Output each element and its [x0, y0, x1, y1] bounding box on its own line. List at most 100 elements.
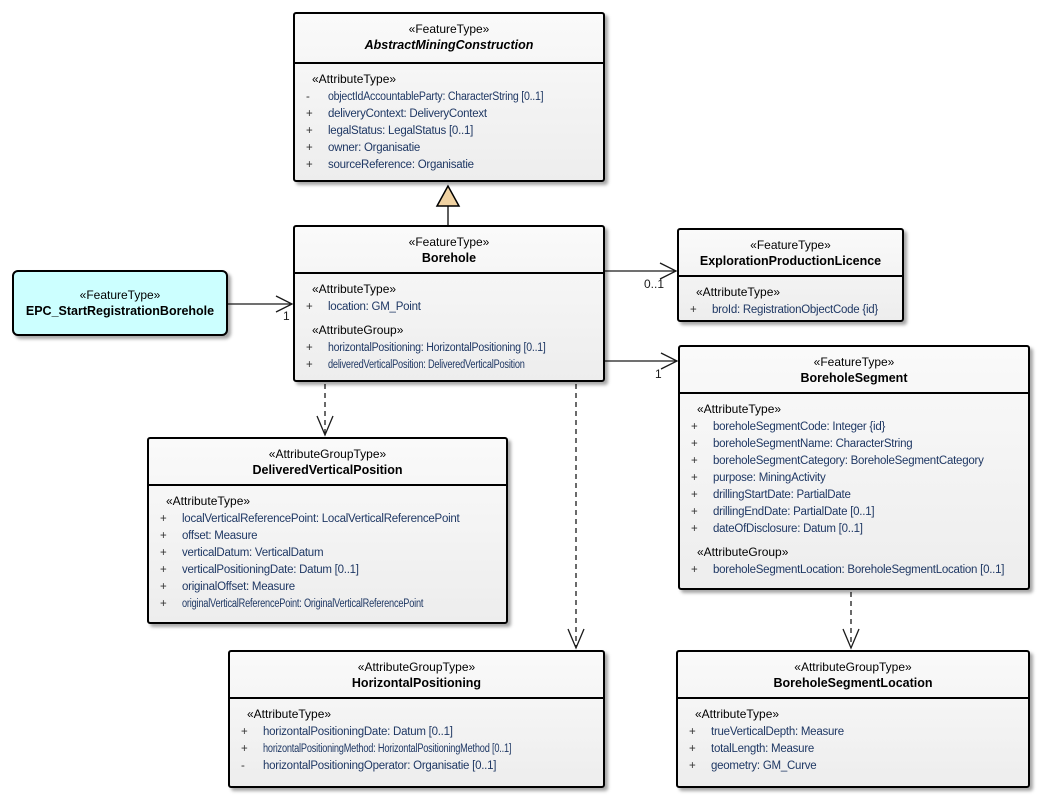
- association-borehole-to-segment: [605, 352, 679, 370]
- attribute-row: +verticalPositioningDate: Datum [0..1]: [153, 562, 502, 579]
- group-label: «AttributeGroup»: [697, 545, 789, 559]
- class-header: «AttributeGroupType» BoreholeSegmentLoca…: [678, 652, 1028, 699]
- visibility-symbol: +: [306, 125, 313, 137]
- attribute-text: location: GM_Point: [328, 301, 421, 313]
- attribute-row: -objectIdAccountableParty: CharacterStri…: [299, 89, 599, 106]
- group-label: «AttributeType»: [696, 285, 781, 299]
- visibility-symbol: +: [691, 489, 698, 501]
- attribute-row: +originalVerticalReferencePoint: Origina…: [153, 596, 502, 613]
- attribute-row: + legalStatus: LegalStatus [0..1]: [299, 123, 599, 140]
- group-label: «AttributeType»: [247, 707, 332, 721]
- class-exploration-production-licence[interactable]: «FeatureType» ExplorationProductionLicen…: [677, 228, 904, 322]
- visibility-symbol: +: [691, 438, 698, 450]
- visibility-symbol: +: [689, 760, 696, 772]
- attribute-compartment: «AttributeType» -objectIdAccountablePart…: [295, 64, 603, 178]
- visibility-symbol: +: [241, 726, 248, 738]
- attribute-row: +deliveredVerticalPosition: DeliveredVer…: [299, 357, 599, 374]
- attribute-text: drillingEndDate: PartialDate [0..1]: [713, 506, 875, 518]
- visibility-symbol: +: [160, 530, 167, 542]
- visibility-symbol: +: [160, 547, 167, 559]
- class-borehole-segment[interactable]: «FeatureType» BoreholeSegment «Attribute…: [678, 345, 1030, 590]
- attribute-text: horizontalPositioningDate: Datum [0..1]: [263, 726, 453, 738]
- attribute-row: + offset: Measure: [153, 528, 502, 545]
- generalization-connector: [435, 184, 461, 227]
- attribute-text: boreholeSegmentCode: Integer {id}: [713, 421, 886, 433]
- group-label: «AttributeType»: [166, 494, 251, 508]
- attribute-text: offset: Measure: [182, 530, 258, 542]
- attribute-row: +localVerticalReferencePoint: LocalVerti…: [153, 511, 502, 528]
- class-name: BoreholeSegment: [800, 371, 908, 385]
- class-borehole-segment-location[interactable]: «AttributeGroupType» BoreholeSegmentLoca…: [676, 650, 1030, 788]
- class-header: «FeatureType» Borehole: [295, 227, 603, 274]
- visibility-symbol: +: [306, 359, 313, 371]
- class-name: HorizontalPositioning: [351, 676, 482, 690]
- attribute-row: + boreholeSegmentCategory: BoreholeSegmen…: [684, 453, 1024, 470]
- attribute-text: horizontalPositioningOperator: Organisat…: [263, 760, 497, 772]
- attribute-row: + geometry: GM_Curve: [682, 758, 1024, 775]
- attribute-compartment: «AttributeType» +broId: RegistrationObje…: [679, 277, 902, 323]
- group-label: «AttributeGroup»: [312, 323, 404, 337]
- attribute-compartment: «AttributeType» + location: GM_Point «Att…: [295, 274, 603, 378]
- attribute-text: verticalPositioningDate: Datum [0..1]: [182, 564, 359, 576]
- attribute-text: originalVerticalReferencePoint: Original…: [182, 598, 424, 610]
- visibility-symbol: +: [689, 743, 696, 755]
- attribute-row: -horizontalPositioningOperator: Organisa…: [234, 758, 599, 775]
- attribute-row: + totalLength: Measure: [682, 741, 1024, 758]
- attribute-text: drillingStartDate: PartialDate: [713, 489, 851, 501]
- attribute-row: + sourceReference: Organisatie: [299, 157, 599, 174]
- class-name: DeliveredVerticalPosition: [252, 463, 403, 477]
- attribute-compartment: «AttributeType» +trueVerticalDepth: Meas…: [678, 699, 1028, 779]
- attribute-text: owner: Organisatie: [328, 142, 421, 154]
- visibility-symbol: +: [691, 506, 698, 518]
- multiplicity-label-epc: 1: [283, 309, 290, 323]
- attribute-text: broId: RegistrationObjectCode {id}: [712, 304, 879, 316]
- attribute-row: +originalOffset: Measure: [153, 579, 502, 596]
- class-horizontal-positioning[interactable]: «AttributeGroupType» HorizontalPositioni…: [228, 650, 605, 788]
- attribute-row: +deliveryContext: DeliveryContext: [299, 106, 599, 123]
- group-label: «AttributeType»: [697, 402, 782, 416]
- attribute-text: originalOffset: Measure: [182, 581, 295, 593]
- visibility-symbol: +: [689, 726, 696, 738]
- class-header: «FeatureType» AbstractMiningConstruction: [295, 14, 603, 64]
- stereotype-label: «AttributeGroupType»: [268, 447, 387, 461]
- attribute-compartment: «AttributeType» + horizontalPositioningDa…: [230, 699, 603, 779]
- group-label: «AttributeType»: [312, 282, 397, 296]
- attribute-text: boreholeSegmentCategory: BoreholeSegment…: [713, 455, 984, 467]
- attribute-text: legalStatus: LegalStatus [0..1]: [328, 125, 474, 137]
- dependency-borehole-to-horizontalpositioning: [567, 384, 585, 650]
- stereotype-label: «FeatureType»: [750, 238, 831, 252]
- attribute-row: +horizontalPositioning: HorizontalPositi…: [299, 340, 599, 357]
- class-name: BoreholeSegmentLocation: [773, 676, 933, 690]
- attribute-text: totalLength: Measure: [711, 743, 815, 755]
- class-delivered-vertical-position[interactable]: «AttributeGroupType» DeliveredVerticalPo…: [147, 437, 508, 624]
- attribute-row: + verticalDatum: VerticalDatum: [153, 545, 502, 562]
- attribute-row: +purpose: MiningActivity: [684, 470, 1024, 487]
- class-name: AbstractMiningConstruction: [364, 38, 534, 52]
- association-borehole-to-licence: [605, 262, 678, 280]
- attribute-text: verticalDatum: VerticalDatum: [182, 547, 324, 559]
- visibility-symbol: +: [306, 342, 313, 354]
- group-label: «AttributeType»: [312, 72, 397, 86]
- stereotype-label: «FeatureType»: [813, 355, 895, 369]
- attribute-text: boreholeSegmentName: CharacterString: [713, 438, 913, 450]
- attribute-row: + boreholeSegmentName: CharacterString: [684, 436, 1024, 453]
- group-label: «AttributeType»: [695, 707, 780, 721]
- attribute-text: geometry: GM_Curve: [711, 760, 817, 772]
- visibility-symbol: -: [306, 91, 310, 103]
- dependency-segment-to-segmentlocation: [842, 592, 860, 650]
- multiplicity-label-licence: 0..1: [644, 277, 665, 291]
- visibility-symbol: +: [691, 472, 698, 484]
- stereotype-label: «FeatureType»: [408, 22, 490, 36]
- visibility-symbol: +: [691, 455, 698, 467]
- class-borehole[interactable]: «FeatureType» Borehole «AttributeType» +…: [293, 225, 605, 382]
- attribute-text: localVerticalReferencePoint: LocalVertic…: [182, 513, 460, 525]
- class-abstract-mining-construction[interactable]: «FeatureType» AbstractMiningConstruction…: [293, 12, 605, 182]
- visibility-symbol: +: [306, 159, 313, 171]
- attribute-text: sourceReference: Organisatie: [328, 159, 474, 171]
- attribute-row: +dateOfDisclosure: Datum [0..1]: [684, 521, 1024, 538]
- attribute-row: + drillingEndDate: PartialDate [0..1]: [684, 504, 1024, 521]
- visibility-symbol: +: [306, 142, 313, 154]
- class-epc-start-registration-borehole[interactable]: «FeatureType» EPC_StartRegistrationBoreh…: [12, 270, 228, 336]
- visibility-symbol: +: [691, 523, 698, 535]
